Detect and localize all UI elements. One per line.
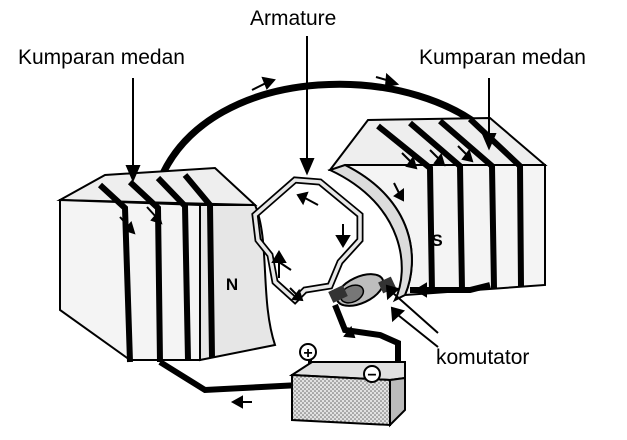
battery-wire-bottom	[158, 359, 301, 394]
left-coil-band-4	[182, 173, 215, 359]
current-arrow-left-coil-2	[146, 206, 163, 225]
current-arrow-armature-lower	[289, 287, 304, 302]
commutator	[328, 273, 396, 307]
left-coil-band-1	[97, 182, 133, 363]
south-magnet	[327, 116, 548, 303]
label-commutator: komutator	[436, 346, 530, 369]
current-arrow-arc-left	[251, 76, 276, 91]
current-arrow-brush-right	[414, 282, 438, 298]
label-armature: Armature	[250, 7, 337, 30]
current-arrow-right-coil-2	[429, 149, 446, 167]
battery	[288, 361, 406, 428]
armature-loop	[251, 176, 364, 305]
current-arrow-armature-up	[271, 250, 292, 278]
right-coil-band-3	[438, 118, 497, 289]
current-arrow-armature-down	[335, 224, 351, 248]
right-coil-band-2	[408, 120, 465, 291]
south-magnet-side	[327, 163, 413, 303]
battery-side	[389, 376, 406, 428]
pointer-commutator-1	[392, 292, 439, 334]
armature-wire-inner	[253, 178, 362, 303]
connecting-wire-arc	[156, 80, 498, 182]
label-pointers	[125, 36, 497, 348]
current-arrow-armature-top	[296, 191, 319, 206]
north-magnet-top	[56, 166, 258, 207]
current-arrow-bottom-wire	[230, 395, 252, 409]
north-magnet	[56, 166, 277, 363]
current-arrow-arc-right	[375, 72, 400, 88]
south-pole-label: S	[431, 231, 442, 250]
current-arrow-left-coil-1	[119, 216, 136, 235]
label-field-coil-left: Kumparan medan	[18, 46, 185, 69]
left-coil-band-3	[155, 175, 191, 361]
label-field-coil-right: Kumparan medan	[419, 46, 586, 69]
pointer-commutator-2	[397, 314, 439, 348]
current-arrow-right-coil-3	[457, 145, 474, 163]
current-arrow-right-coil-4	[393, 182, 404, 202]
battery-negative-sign: −	[367, 367, 376, 384]
right-coil-band-1	[376, 123, 435, 293]
battery-negative-terminal	[363, 365, 381, 383]
current-arrows	[119, 72, 474, 409]
north-pole-label: N	[226, 275, 238, 294]
brush-wire-left	[332, 303, 401, 380]
left-coil-band-2	[127, 179, 163, 363]
battery-positive-terminal	[299, 343, 317, 361]
current-arrow-brush-left	[339, 322, 356, 339]
current-arrow-right-coil-1	[401, 152, 418, 170]
battery-positive-sign: +	[303, 345, 312, 362]
